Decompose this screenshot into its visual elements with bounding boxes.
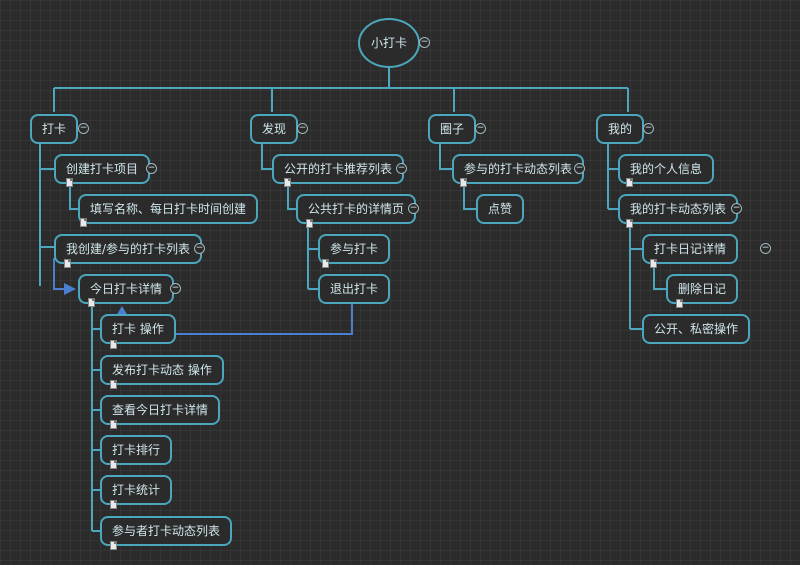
note-icon[interactable] [284,178,291,187]
node-circle-feed[interactable]: 参与的打卡动态列表 [452,154,585,184]
note-icon[interactable] [626,219,633,228]
node-op-publish[interactable]: 发布打卡动态 操作 [100,355,224,385]
note-icon[interactable] [110,500,117,509]
link-circle-children [439,144,452,170]
node-quit[interactable]: 退出打卡 [318,274,391,304]
branch-mine[interactable]: 我的 [596,114,645,144]
arrowhead-checkinop [116,306,128,316]
collapse-icon[interactable]: − [731,203,742,214]
note-icon[interactable] [110,380,117,389]
node-privacy[interactable]: 公开、私密操作 [642,314,751,344]
node-diary-detail[interactable]: 打卡日记详情 [642,234,739,264]
collapse-icon[interactable]: − [475,123,486,134]
arrowhead-today [64,283,76,295]
node-public-detail[interactable]: 公共打卡的详情页 [296,194,417,224]
note-icon[interactable] [88,298,95,307]
collapse-icon[interactable]: − [643,123,654,134]
collapse-icon[interactable]: − [297,123,308,134]
collapse-icon[interactable]: − [146,163,157,174]
note-icon[interactable] [110,460,117,469]
node-delete-diary[interactable]: 删除日记 [666,274,739,304]
node-join[interactable]: 参与打卡 [318,234,391,264]
collapse-icon[interactable]: − [194,243,205,254]
link-root [54,68,628,89]
link-today-ops [91,304,100,532]
link-discover-children [261,144,272,170]
node-my-feed[interactable]: 我的打卡动态列表 [618,194,739,224]
note-icon[interactable] [110,340,117,349]
link-create-fill [69,184,80,210]
branch-circle[interactable]: 圈子 [428,114,477,144]
link-myfeed-children [629,224,642,330]
link-diary-delete [653,264,666,290]
note-icon[interactable] [676,299,683,308]
link-checkin-children [39,144,54,286]
root-node[interactable]: 小打卡 [358,18,420,68]
link-mine-children [607,144,618,210]
collapse-icon[interactable]: − [419,37,430,48]
collapse-icon[interactable]: − [574,163,585,174]
note-icon[interactable] [460,178,467,187]
node-public-list[interactable]: 公开的打卡推荐列表 [272,154,405,184]
note-icon[interactable] [306,219,313,228]
collapse-icon[interactable]: − [760,243,771,254]
node-fill-info[interactable]: 填写名称、每日打卡时间创建 [78,194,259,224]
note-icon[interactable] [322,259,329,268]
link-detail-children [307,224,318,290]
note-icon[interactable] [64,259,71,268]
node-like[interactable]: 点赞 [476,194,525,224]
node-my-list[interactable]: 我创建/参与的打卡列表 [54,234,203,264]
note-icon[interactable] [110,420,117,429]
collapse-icon[interactable]: − [408,203,419,214]
node-today-detail[interactable]: 今日打卡详情 [78,274,175,304]
note-icon[interactable] [80,218,87,227]
note-icon[interactable] [650,259,657,268]
note-icon[interactable] [110,541,117,550]
note-icon[interactable] [626,178,633,187]
node-op-checkin[interactable]: 打卡 操作 [100,314,176,344]
branch-checkin[interactable]: 打卡 [30,114,79,144]
note-icon[interactable] [66,178,73,187]
node-op-participant-feed[interactable]: 参与者打卡动态列表 [100,516,233,546]
link-publiclist-detail [287,184,296,210]
collapse-icon[interactable]: − [396,163,407,174]
link-feed-like [463,184,476,210]
node-my-info[interactable]: 我的个人信息 [618,154,715,184]
collapse-icon[interactable]: − [170,283,181,294]
branch-discover[interactable]: 发现 [250,114,299,144]
node-op-view-today[interactable]: 查看今日打卡详情 [100,395,221,425]
collapse-icon[interactable]: − [78,123,89,134]
